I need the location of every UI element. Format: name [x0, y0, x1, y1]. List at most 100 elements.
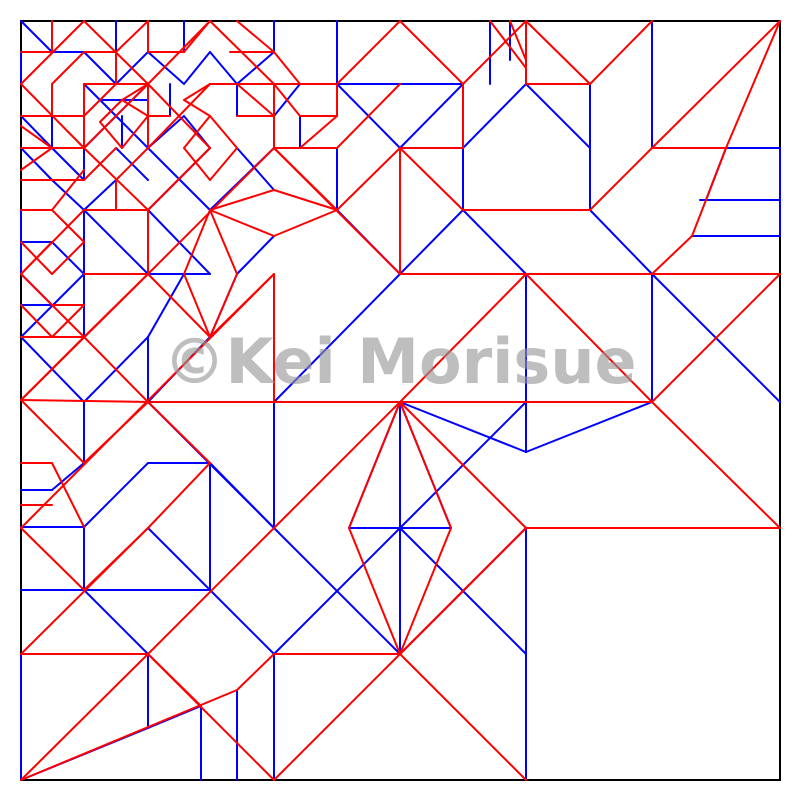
mountain-crease [183, 99, 211, 117]
mountain-crease [273, 83, 301, 117]
mountain-crease [589, 147, 653, 211]
mountain-crease [509, 20, 527, 61]
mountain-crease [51, 462, 85, 528]
mountain-crease [121, 83, 149, 101]
valley-crease [83, 179, 117, 211]
mountain-crease [83, 83, 117, 117]
mountain-crease [99, 99, 123, 123]
mountain-crease [209, 115, 238, 149]
mountain-crease [651, 20, 781, 149]
crease-lines [20, 20, 781, 781]
mountain-crease [20, 147, 53, 171]
mountain-crease [399, 527, 527, 655]
mountain-crease [209, 273, 238, 338]
mountain-crease [209, 209, 238, 275]
valley-crease [51, 147, 85, 181]
mountain-crease [115, 147, 149, 181]
valley-crease [147, 51, 185, 85]
valley-crease [273, 527, 401, 655]
mountain-crease [51, 209, 85, 243]
mountain-crease [20, 527, 85, 591]
mountain-crease [83, 147, 117, 181]
mountain-crease [51, 51, 85, 85]
mountain-crease [273, 51, 301, 85]
mountain-crease [273, 147, 338, 211]
mountain-crease [183, 83, 211, 101]
valley-crease [209, 589, 275, 655]
mountain-crease [209, 189, 275, 211]
valley-crease [462, 83, 527, 149]
mountain-crease [489, 20, 527, 69]
mountain-crease [399, 401, 527, 529]
mountain-crease [273, 209, 338, 237]
mountain-crease [83, 273, 149, 338]
valley-crease [147, 527, 211, 591]
mountain-crease [399, 653, 527, 781]
mountain-crease [651, 273, 781, 403]
mountain-crease [20, 336, 85, 401]
mountain-crease [399, 527, 452, 655]
mountain-crease [51, 169, 85, 211]
mountain-crease [20, 653, 149, 781]
mountain-crease [236, 653, 275, 691]
mountain-crease [83, 83, 149, 149]
valley-crease [209, 462, 275, 529]
mountain-crease [147, 83, 211, 149]
mountain-crease [209, 273, 275, 338]
mountain-crease [399, 401, 452, 529]
mountain-crease [147, 401, 211, 464]
mountain-crease [183, 147, 211, 181]
mountain-crease [273, 653, 401, 781]
valley-crease [20, 115, 53, 149]
valley-crease [236, 147, 275, 191]
valley-crease [51, 179, 85, 211]
mountain-crease [209, 209, 275, 237]
valley-crease [183, 51, 211, 85]
mountain-crease [725, 20, 781, 149]
valley-crease [147, 273, 185, 338]
mountain-crease [589, 20, 653, 85]
mountain-crease [273, 401, 401, 529]
valley-crease [399, 401, 527, 453]
mountain-crease [651, 235, 693, 275]
mountain-crease [183, 20, 211, 53]
valley-crease [273, 273, 401, 403]
mountain-crease [183, 115, 211, 149]
mountain-crease [651, 401, 781, 529]
valley-crease [83, 589, 149, 655]
mountain-crease [348, 401, 401, 529]
mountain-crease [20, 125, 53, 149]
valley-crease [462, 209, 527, 275]
valley-crease [589, 209, 653, 275]
valley-crease [399, 209, 464, 275]
mountain-crease [336, 147, 401, 211]
mountain-crease [705, 147, 727, 201]
mountain-crease [115, 20, 149, 53]
mountain-crease [20, 399, 85, 464]
valley-crease [236, 51, 275, 85]
mountain-crease [183, 209, 211, 275]
valley-crease [83, 209, 149, 275]
valley-crease [525, 83, 591, 149]
mountain-crease [236, 20, 275, 53]
mountain-crease [336, 20, 401, 85]
mountain-crease [147, 273, 211, 338]
mountain-crease [20, 689, 238, 781]
mountain-crease [236, 83, 275, 117]
mountain-crease [147, 147, 211, 211]
valley-crease [20, 20, 53, 53]
mountain-crease [273, 189, 338, 211]
mountain-crease [525, 20, 591, 85]
mountain-crease [99, 121, 123, 149]
mountain-crease [399, 147, 464, 211]
mountain-crease [462, 20, 527, 85]
mountain-crease [147, 462, 211, 529]
mountain-crease [691, 199, 707, 237]
mountain-crease [209, 147, 238, 181]
mountain-crease [121, 115, 149, 149]
mountain-crease [299, 115, 338, 149]
mountain-crease [51, 241, 85, 275]
mountain-crease [399, 20, 464, 85]
mountain-crease [20, 399, 149, 403]
